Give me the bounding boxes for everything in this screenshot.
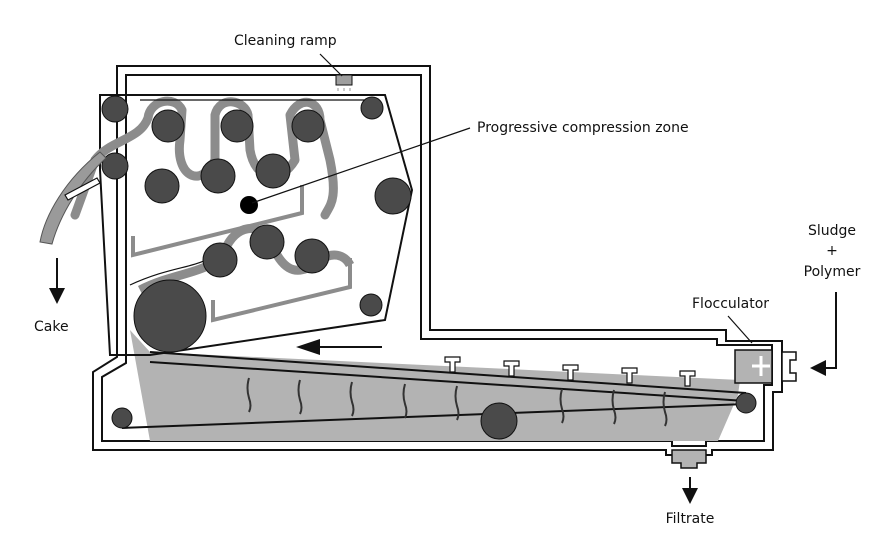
rollers [101,95,757,440]
filtrate-label: Filtrate [666,511,715,527]
plough [679,370,696,387]
sludge-feed-arrow [810,292,837,376]
roller [202,242,238,278]
cake-discharge [39,151,107,245]
roller [480,402,518,440]
roller [220,109,254,143]
roller [151,109,185,143]
roller [101,152,129,180]
roller [200,158,236,194]
flocculator-leader [727,315,753,344]
flocculator-mixer [752,356,770,376]
roller [291,109,325,143]
cake-chute-plate [64,177,101,201]
cleaning-ramp-label: Cleaning ramp [234,33,337,49]
roller [111,407,133,429]
machine-housing [92,65,783,456]
filter-belt [70,96,338,220]
large-drum [133,279,207,353]
gravity-belt [121,351,747,429]
filtrate-drips [246,377,668,427]
plough [444,356,461,373]
flocculator-inlet [781,351,797,382]
compression-zone-label: Progressive compression zone [477,120,689,136]
sludge-label: Sludge [808,223,856,239]
filtrate-outlet [671,449,707,469]
plough [503,360,520,377]
polymer-label: Polymer [804,264,861,280]
sludge-bed [130,330,740,441]
flocculator-label: Flocculator [692,296,769,312]
cleaning-ramp-leader [319,53,343,77]
roller [255,153,291,189]
roller [359,293,383,317]
roller [101,95,129,123]
roller [360,96,384,120]
roller [374,177,412,215]
roller [735,392,757,414]
cleaning-ramp [335,74,353,91]
press-frame [99,94,414,356]
roller [249,224,285,260]
roller [294,238,330,274]
plus-label: + [826,243,838,259]
plough [621,367,638,384]
cake-label: Cake [34,319,69,335]
compression-zone-point [240,196,258,214]
compression-zone-leader [251,127,471,204]
belt-direction-arrow [296,339,382,355]
plough [562,364,579,381]
roller [144,168,180,204]
drain-trays [131,185,352,323]
belt-ploughs [444,356,696,387]
